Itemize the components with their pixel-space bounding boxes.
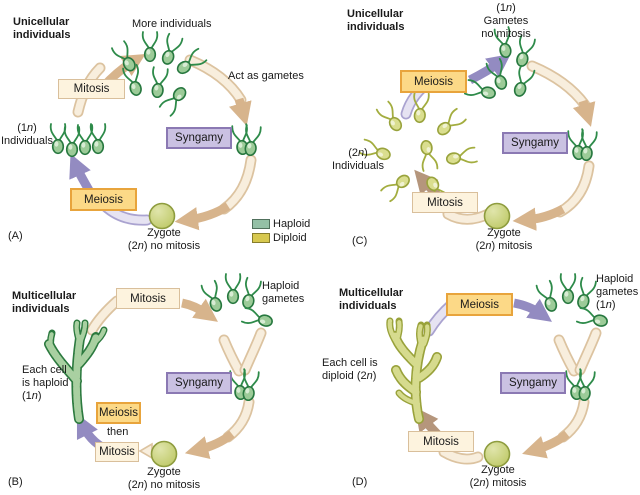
label-individuals-a: (1n) Individuals bbox=[1, 122, 53, 147]
syngamy-box-d: Syngamy bbox=[500, 372, 566, 394]
label-each-cell-b: Each cell is haploid (1n) bbox=[22, 364, 69, 402]
panel-c-letter: (C) bbox=[352, 235, 368, 247]
mitosis-box-d: Mitosis bbox=[408, 431, 474, 452]
label-zygote-c: Zygote (2n) mitosis bbox=[475, 227, 533, 252]
panel-a-letter: (A) bbox=[8, 230, 23, 242]
panel-b-letter: (B) bbox=[8, 476, 23, 488]
organisms-d bbox=[483, 273, 610, 468]
panel-c-title: Unicellular individuals bbox=[347, 8, 405, 33]
organisms-b bbox=[150, 273, 275, 468]
panel-b-title: Multicellular individuals bbox=[12, 290, 77, 315]
mitosis-box-b-top: Mitosis bbox=[116, 288, 180, 309]
zygote-d bbox=[483, 440, 511, 468]
zygote-c bbox=[483, 202, 511, 230]
label-more-individuals: More individuals bbox=[132, 18, 212, 30]
organisms-c bbox=[358, 26, 598, 230]
label-zygote-b: Zygote (2n) no mitosis bbox=[127, 466, 201, 491]
organisms-a bbox=[49, 31, 262, 230]
diploid-swatch bbox=[252, 233, 270, 243]
meiosis-box-a: Meiosis bbox=[70, 188, 137, 211]
panel-d-letter: (D) bbox=[352, 476, 368, 488]
label-gametes-c: (1n) Gametes no mitosis bbox=[481, 2, 531, 40]
mitosis-box-c: Mitosis bbox=[412, 192, 478, 213]
syngamy-box-a: Syngamy bbox=[166, 127, 232, 149]
legend: Haploid Diploid bbox=[252, 218, 310, 246]
panel-a-title: Unicellular individuals bbox=[13, 16, 71, 41]
label-then-b: then bbox=[107, 426, 129, 438]
syngamy-box-c: Syngamy bbox=[502, 132, 568, 154]
mitosis-box-a: Mitosis bbox=[58, 79, 125, 99]
legend-haploid-row: Haploid bbox=[252, 218, 310, 230]
meiosis-box-b: Meiosis bbox=[96, 402, 141, 424]
label-each-cell-d: Each cell is diploid (2n) bbox=[322, 357, 378, 382]
legend-diploid-row: Diploid bbox=[252, 232, 310, 244]
filament-b bbox=[44, 319, 108, 424]
mitosis-box-b-bottom: Mitosis bbox=[95, 442, 139, 462]
meiosis-box-c: Meiosis bbox=[400, 70, 467, 93]
label-individuals-c: (2n) Individuals bbox=[332, 147, 384, 172]
label-zygote-d: Zygote (2n) mitosis bbox=[469, 464, 527, 489]
haploid-swatch bbox=[252, 219, 270, 229]
zygote-a bbox=[148, 202, 176, 230]
panel-d-title: Multicellular individuals bbox=[339, 287, 404, 312]
syngamy-box-b: Syngamy bbox=[166, 372, 232, 394]
legend-diploid-label: Diploid bbox=[273, 232, 307, 244]
filament-d bbox=[386, 317, 442, 424]
legend-haploid-label: Haploid bbox=[273, 218, 311, 230]
zygote-b bbox=[150, 440, 178, 468]
meiosis-box-d: Meiosis bbox=[446, 293, 513, 316]
label-act-as-gametes: Act as gametes bbox=[228, 70, 304, 82]
label-zygote-a: Zygote (2n) no mitosis bbox=[127, 227, 201, 252]
label-haploid-gametes-b: Haploid gametes bbox=[262, 280, 305, 305]
label-haploid-gametes-d: Haploid gametes (1n) bbox=[596, 273, 639, 311]
